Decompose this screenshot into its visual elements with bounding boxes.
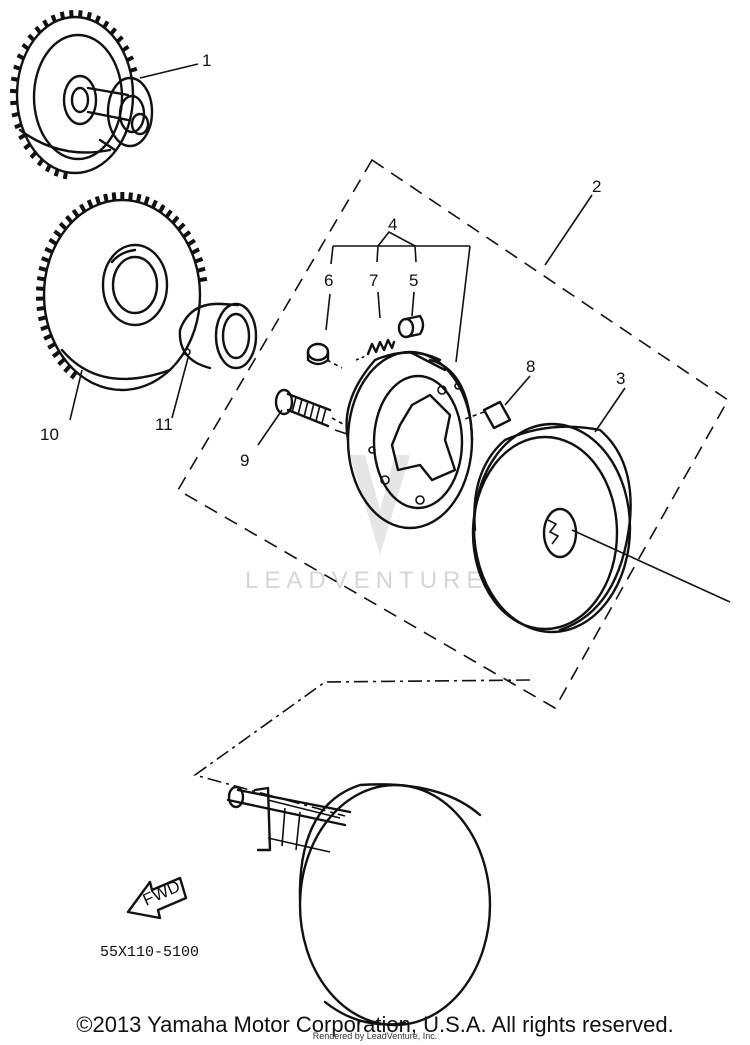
- gear-tooth: [37, 315, 47, 322]
- callout-9: 9: [240, 451, 249, 470]
- gear-tooth: [191, 247, 200, 255]
- gear-tooth: [194, 256, 204, 264]
- watermark-text: LEADVENTURE: [245, 567, 488, 594]
- gear-tooth: [40, 256, 50, 263]
- part-7-spring: [355, 338, 396, 361]
- fwd-label: FWD: [140, 877, 183, 910]
- callout-10: 10: [40, 425, 59, 444]
- callout-leaders: [69, 63, 626, 446]
- gear-tooth: [103, 193, 109, 203]
- callout-7: 7: [369, 271, 378, 290]
- gear-tooth: [196, 266, 206, 273]
- gear-tooth: [151, 199, 158, 209]
- gear-tooth: [36, 276, 46, 282]
- gear-tooth: [44, 246, 54, 254]
- part-number: 55X110-5100: [100, 944, 199, 961]
- gear-tooth: [58, 221, 68, 231]
- part-10-starter-wheel-gear: [35, 191, 208, 392]
- gear-tooth: [51, 350, 61, 359]
- gear-tooth: [48, 237, 58, 246]
- part-9-bolt: [274, 388, 351, 429]
- part-11-bearing-sleeve: [178, 302, 258, 370]
- gear-tooth: [177, 222, 186, 231]
- gear-tooth: [57, 357, 66, 367]
- gear-tooth: [94, 195, 102, 205]
- crankshaft-disk: [226, 783, 492, 1027]
- gear-tooth: [43, 333, 53, 341]
- gear-tooth: [65, 214, 74, 224]
- gear-tooth: [164, 209, 173, 219]
- gear-tooth: [198, 276, 208, 283]
- gear-tooth: [40, 324, 50, 332]
- part-5-spring-cap: [397, 314, 425, 339]
- gear-tooth: [158, 204, 166, 213]
- callout-11: 11: [155, 415, 173, 434]
- gear-tooth: [182, 230, 192, 239]
- gear-tooth: [53, 229, 63, 238]
- part-3-clutch-outer: [471, 422, 731, 634]
- gear-tooth: [36, 286, 45, 291]
- gear-tooth: [171, 215, 180, 225]
- gear-tooth: [187, 238, 196, 247]
- callout-2: 2: [592, 177, 601, 196]
- leadventure-watermark: LEADVENTURE: [245, 455, 488, 594]
- copyright-notice: ©2013 Yamaha Motor Corporation, U.S.A. A…: [76, 1012, 674, 1037]
- gear-tooth: [38, 266, 48, 272]
- part-1-idler-gear: [9, 10, 154, 180]
- part-6-roller: [306, 342, 343, 369]
- gear-tooth: [143, 196, 150, 206]
- callout-8: 8: [526, 357, 535, 376]
- callout-5: 5: [409, 271, 418, 290]
- one-way-clutch-body: [345, 350, 474, 530]
- gear-tooth: [63, 364, 72, 374]
- callout-1: 1: [202, 51, 211, 70]
- fwd-arrow-icon: FWD: [126, 877, 188, 920]
- callout-3: 3: [616, 369, 625, 388]
- gear-tooth: [86, 199, 94, 209]
- gear-tooth: [36, 305, 46, 312]
- gear-tooth: [128, 192, 133, 201]
- gear-tooth: [79, 203, 87, 213]
- callout-6: 6: [324, 271, 333, 290]
- callout-numbers: 1 2 3 4 5 6 7 8 9 10 11: [40, 51, 625, 470]
- callout-4: 4: [388, 215, 397, 234]
- part-4-bracket: [330, 230, 471, 363]
- rendered-by-note: Rendered by LeadVenture, Inc.: [312, 1031, 438, 1041]
- gear-tooth: [111, 192, 117, 201]
- assembly-2-boundary: [176, 158, 730, 710]
- gear-tooth: [47, 342, 57, 350]
- gear-tooth: [69, 370, 78, 380]
- gear-tooth: [135, 193, 142, 203]
- gear-tooth: [71, 208, 80, 218]
- part-8-pin: [461, 400, 512, 430]
